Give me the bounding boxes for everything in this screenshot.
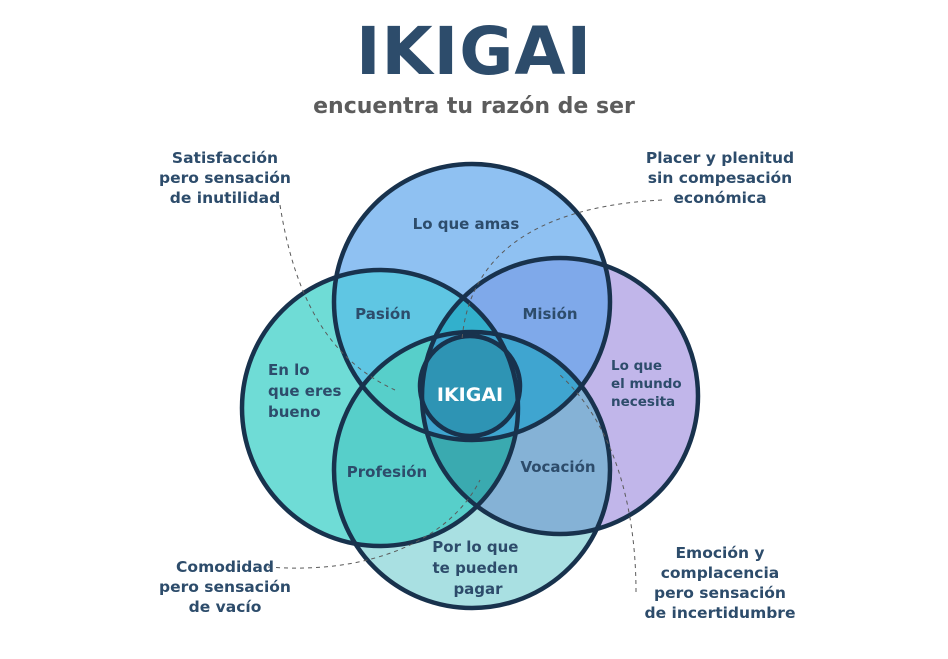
note-bottom-left-line-1: Comodidad — [176, 558, 274, 576]
note-top-right-line-3: económica — [673, 189, 767, 207]
label-good-line-1: En lo — [268, 361, 310, 379]
label-good-line-2: que eres — [268, 382, 342, 400]
note-top-left-line-3: de inutilidad — [169, 189, 281, 207]
note-top-right-line-2: sin compesación — [647, 169, 793, 187]
note-bottom-left-line-3: de vacío — [188, 598, 262, 616]
note-top-left: Satisfacción pero sensación de inutilida… — [130, 148, 320, 208]
note-bottom-right-line-3: pero sensación — [654, 584, 786, 602]
connector-top-left — [279, 204, 396, 391]
label-good: En lo que eres bueno — [268, 361, 347, 421]
note-bottom-left: Comodidad pero sensación de vacío — [130, 557, 320, 617]
label-mission: Misión — [522, 305, 577, 323]
note-bottom-right: Emoción y complacencia pero sensación de… — [620, 543, 820, 623]
label-paid: Por lo que te pueden pagar — [432, 538, 523, 598]
page-subtitle: encuentra tu razón de ser — [313, 94, 635, 119]
connector-top-right — [461, 199, 663, 341]
triple-bottom-left-right — [422, 332, 518, 534]
note-bottom-right-line-2: complacencia — [660, 564, 780, 582]
note-bottom-left-line-2: pero sensación — [159, 578, 291, 596]
note-top-right-line-1: Placer y plenitud — [645, 149, 795, 167]
label-love: Lo que amas — [413, 215, 520, 233]
label-good-line-3: bueno — [268, 403, 321, 421]
label-world-line-1: Lo que — [611, 358, 662, 374]
note-top-left-line-1: Satisfacción — [171, 149, 279, 167]
label-world: Lo que el mundo necesita — [611, 358, 686, 410]
label-paid-line-3: pagar — [453, 580, 503, 598]
triple-top-right-bottom — [422, 332, 610, 440]
outline-paid — [331, 329, 613, 611]
note-top-right: Placer y plenitud sin compesación económ… — [620, 148, 820, 208]
outline-center — [417, 333, 523, 439]
label-passion: Pasión — [355, 305, 411, 323]
ikigai-center-circle — [420, 336, 520, 436]
label-profession: Profesión — [347, 463, 427, 481]
label-vocation: Vocación — [520, 458, 595, 476]
note-bottom-right-line-4: de incertidumbre — [644, 604, 796, 622]
outline-love — [331, 161, 613, 443]
label-paid-line-2: te pueden — [433, 559, 519, 577]
connector-bottom-right — [559, 374, 637, 593]
label-world-line-3: necesita — [611, 394, 675, 410]
label-center-ikigai: IKIGAI — [437, 384, 503, 406]
connector-bottom-left — [267, 479, 481, 569]
label-paid-line-1: Por lo que — [432, 538, 518, 556]
page-title: IKIGAI — [355, 13, 593, 90]
note-bottom-right-line-1: Emoción y — [675, 544, 765, 562]
note-top-left-line-2: pero sensación — [159, 169, 291, 187]
outline-good — [239, 267, 521, 549]
label-world-line-2: el mundo — [611, 376, 682, 392]
